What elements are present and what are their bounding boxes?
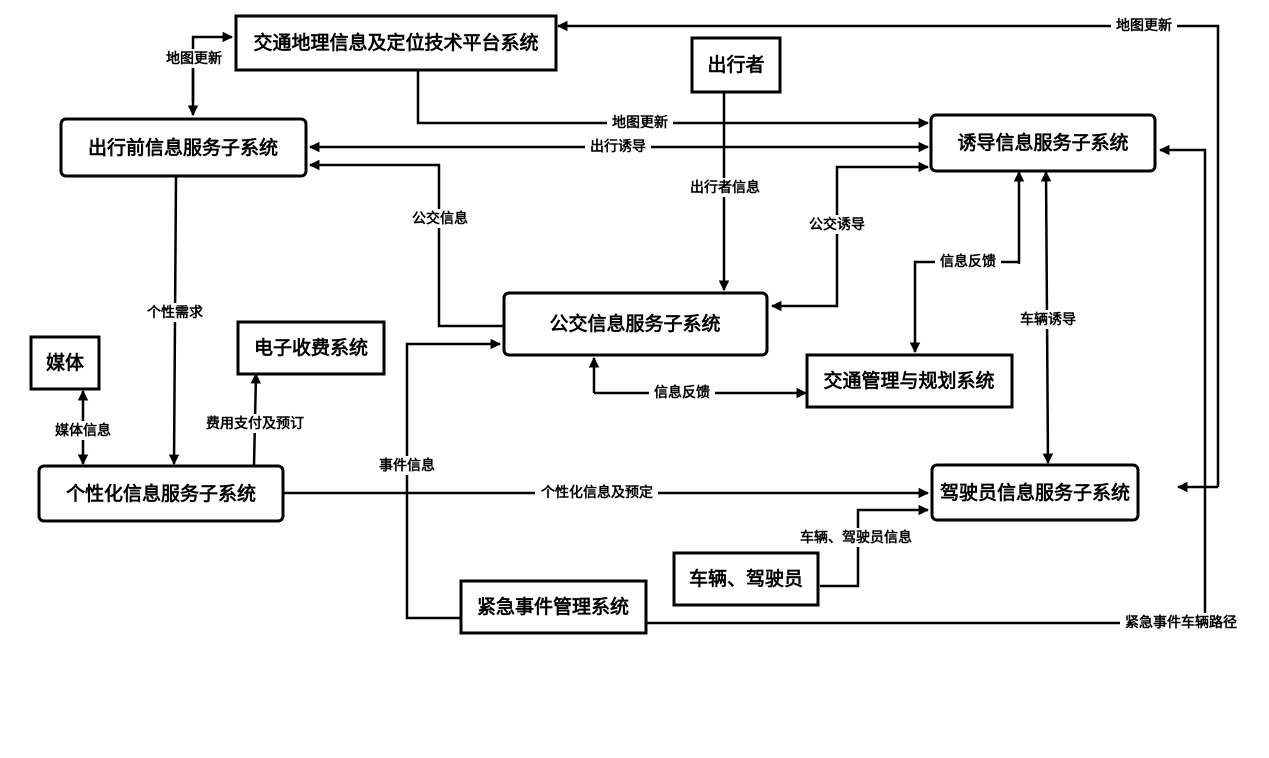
edge-personalized-booking: 个性化信息及预定 bbox=[284, 483, 930, 502]
edge-emergency-route: 紧急事件车辆路径 bbox=[646, 144, 1242, 632]
edges: 地图更新 地图更新 地图更新 出行诱导 出行者信息 bbox=[49, 16, 1242, 632]
edge-label: 公交信息 bbox=[412, 210, 468, 227]
node-label: 紧急事件管理系统 bbox=[477, 595, 629, 618]
edge-personal-demand: 个性需求 bbox=[141, 175, 209, 466]
edge-map-update-pretrip: 地图更新 bbox=[161, 31, 234, 117]
nodes: 交通地理信息及定位技术平台系统 出行者 出行前信息服务子系统 诱导信息服务子系统… bbox=[29, 14, 1157, 635]
edge-vehicle-driver-info: 车辆、驾驶员信息 bbox=[795, 504, 930, 588]
edge-label: 个性需求 bbox=[146, 304, 204, 321]
node-label: 出行者 bbox=[707, 53, 764, 76]
edge-label: 事件信息 bbox=[379, 457, 435, 474]
edge-map-update-guidance: 地图更新 bbox=[416, 70, 930, 132]
node-label: 驾驶员信息服务子系统 bbox=[940, 481, 1130, 504]
edge-feedback-transit: 信息反馈 bbox=[588, 356, 808, 402]
node-label: 媒体 bbox=[46, 351, 85, 374]
edge-label: 费用支付及预订 bbox=[206, 415, 304, 432]
edge-label: 车辆诱导 bbox=[1020, 311, 1076, 328]
edge-traveler-info: 出行者信息 bbox=[685, 92, 765, 292]
edge-label: 媒体信息 bbox=[54, 422, 111, 439]
node-driver[interactable]: 驾驶员信息服务子系统 bbox=[930, 463, 1140, 522]
node-vehicle-driver[interactable]: 车辆、驾驶员 bbox=[672, 551, 820, 607]
node-label: 电子收费系统 bbox=[254, 336, 368, 359]
edge-label: 个性化信息及预定 bbox=[540, 484, 653, 501]
edge-event-info: 事件信息 bbox=[374, 338, 502, 620]
edge-feedback-guidance: 信息反馈 bbox=[909, 170, 1025, 354]
edge-label: 车辆、驾驶员信息 bbox=[800, 529, 912, 546]
edge-label: 信息反馈 bbox=[654, 384, 710, 401]
node-pretrip[interactable]: 出行前信息服务子系统 bbox=[59, 117, 308, 178]
node-label: 交通管理与规划系统 bbox=[823, 369, 994, 392]
node-traffic-mgmt[interactable]: 交通管理与规划系统 bbox=[805, 353, 1014, 409]
node-label: 交通地理信息及定位技术平台系统 bbox=[253, 31, 538, 54]
edge-media-info: 媒体信息 bbox=[49, 389, 116, 466]
edge-trip-guidance: 出行诱导 bbox=[308, 137, 930, 156]
edge-map-update-top: 地图更新 bbox=[556, 16, 1220, 493]
node-gis-platform[interactable]: 交通地理信息及定位技术平台系统 bbox=[234, 14, 558, 72]
edge-label: 出行者信息 bbox=[690, 179, 760, 196]
edge-label: 公交诱导 bbox=[809, 216, 865, 233]
node-transit[interactable]: 公交信息服务子系统 bbox=[502, 291, 769, 357]
edge-transit-guidance: 公交诱导 bbox=[770, 161, 930, 312]
node-media[interactable]: 媒体 bbox=[29, 335, 101, 391]
node-guidance[interactable]: 诱导信息服务子系统 bbox=[929, 113, 1157, 173]
edge-label: 地图更新 bbox=[1116, 17, 1172, 34]
edge-label: 出行诱导 bbox=[590, 138, 646, 155]
node-label: 车辆、驾驶员 bbox=[689, 567, 803, 590]
node-emergency[interactable]: 紧急事件管理系统 bbox=[459, 579, 648, 635]
node-label: 公交信息服务子系统 bbox=[549, 312, 720, 335]
edge-vehicle-guidance: 车辆诱导 bbox=[1015, 170, 1081, 465]
node-label: 个性化信息服务子系统 bbox=[65, 482, 256, 505]
edge-label: 紧急事件车辆路径 bbox=[1125, 614, 1237, 631]
edge-label: 信息反馈 bbox=[940, 253, 996, 270]
edge-label: 地图更新 bbox=[166, 50, 222, 67]
edge-label: 地图更新 bbox=[612, 114, 668, 131]
node-etc[interactable]: 电子收费系统 bbox=[236, 320, 386, 376]
node-label: 诱导信息服务子系统 bbox=[957, 131, 1128, 154]
edge-transit-info: 公交信息 bbox=[308, 159, 503, 328]
node-label: 出行前信息服务子系统 bbox=[88, 136, 278, 159]
node-personalized[interactable]: 个性化信息服务子系统 bbox=[37, 464, 285, 523]
node-traveler[interactable]: 出行者 bbox=[690, 36, 782, 94]
edge-payment-booking: 费用支付及预订 bbox=[201, 372, 309, 466]
